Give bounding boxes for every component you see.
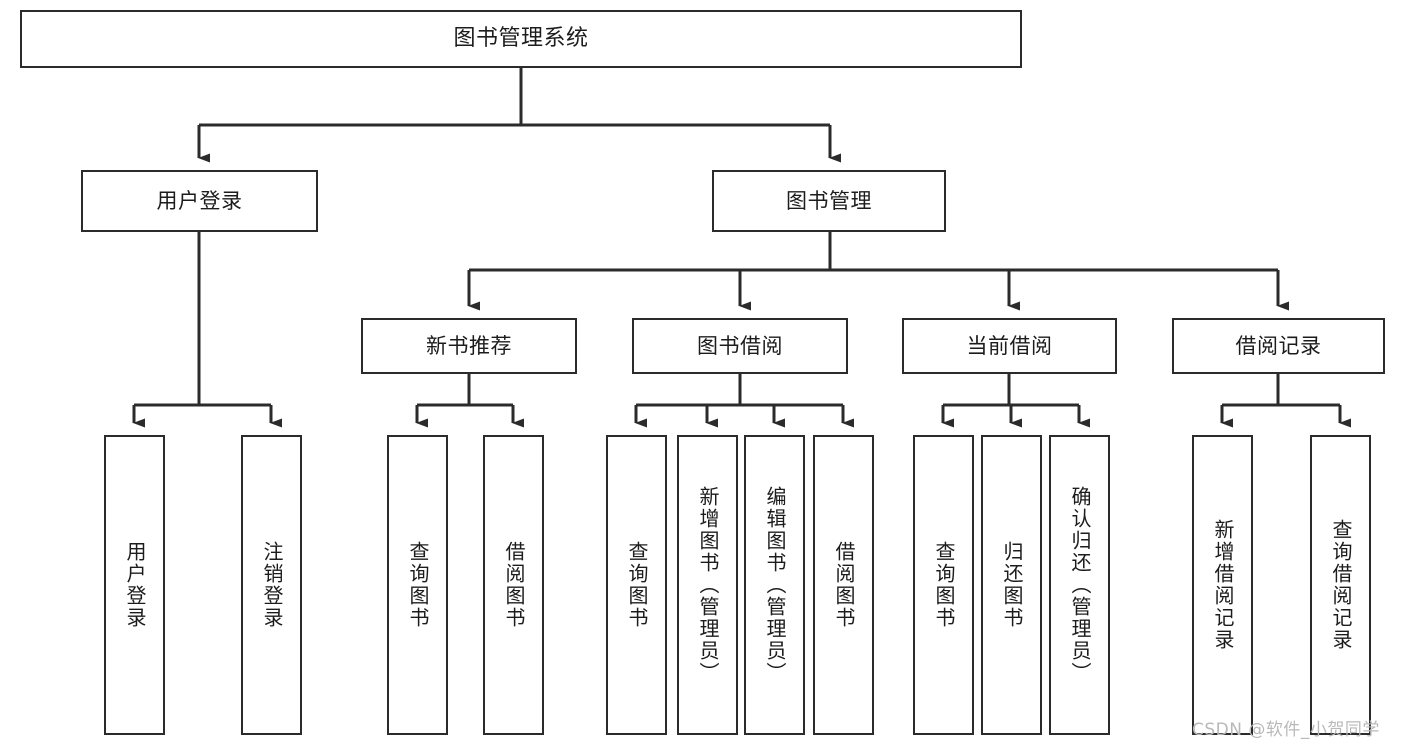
leaf-borrow-query-book[interactable]: 查询图书 — [606, 435, 667, 735]
node-label: 新书推荐 — [426, 333, 512, 358]
node-label: 注销登录 — [260, 541, 284, 629]
node-label: 当前借阅 — [966, 333, 1053, 358]
leaf-borrow-edit-book[interactable]: 编辑图书（管理员） — [744, 435, 805, 735]
node-label: 查询图书 — [406, 541, 430, 629]
leaf-new-book-borrow[interactable]: 借阅图书 — [483, 435, 544, 735]
leaf-new-book-query[interactable]: 查询图书 — [387, 435, 448, 735]
node-label: 图书管理 — [786, 188, 872, 213]
node-label: 归还图书 — [1000, 541, 1024, 629]
node-label: 用户登录 — [156, 188, 243, 213]
leaf-current-return-book[interactable]: 归还图书 — [981, 435, 1042, 735]
node-root-system[interactable]: 图书管理系统 — [20, 10, 1022, 68]
node-book-borrow[interactable]: 图书借阅 — [632, 318, 848, 374]
leaf-records-query[interactable]: 查询借阅记录 — [1310, 435, 1371, 735]
node-label: 确认归还（管理员） — [1068, 486, 1092, 684]
watermark-text: CSDN @软件_小贺同学 — [1192, 720, 1380, 740]
node-label: 用户登录 — [123, 541, 147, 629]
node-label: 新增借阅记录 — [1211, 519, 1235, 651]
leaf-current-confirm-return[interactable]: 确认归还（管理员） — [1049, 435, 1110, 735]
node-new-book-recommend[interactable]: 新书推荐 — [361, 318, 577, 374]
node-label: 借阅记录 — [1235, 333, 1322, 358]
node-label: 图书借阅 — [697, 333, 783, 358]
node-current-borrow[interactable]: 当前借阅 — [902, 318, 1117, 374]
node-label: 编辑图书（管理员） — [763, 486, 787, 684]
leaf-borrow-add-book[interactable]: 新增图书（管理员） — [677, 435, 738, 735]
leaf-user-login[interactable]: 用户登录 — [104, 435, 165, 735]
node-label: 查询图书 — [932, 541, 956, 629]
node-label: 借阅图书 — [502, 541, 526, 629]
node-label: 新增图书（管理员） — [696, 486, 720, 684]
leaf-borrow-borrow-book[interactable]: 借阅图书 — [813, 435, 874, 735]
node-label: 查询图书 — [625, 541, 649, 629]
leaf-logout[interactable]: 注销登录 — [241, 435, 302, 735]
node-user-login[interactable]: 用户登录 — [81, 170, 318, 232]
leaf-records-add[interactable]: 新增借阅记录 — [1192, 435, 1253, 735]
node-book-management[interactable]: 图书管理 — [712, 170, 946, 232]
node-borrow-records[interactable]: 借阅记录 — [1172, 318, 1385, 374]
leaf-current-query-book[interactable]: 查询图书 — [913, 435, 974, 735]
node-label: 查询借阅记录 — [1329, 519, 1353, 651]
node-label: 图书管理系统 — [453, 26, 589, 52]
node-label: 借阅图书 — [832, 541, 856, 629]
